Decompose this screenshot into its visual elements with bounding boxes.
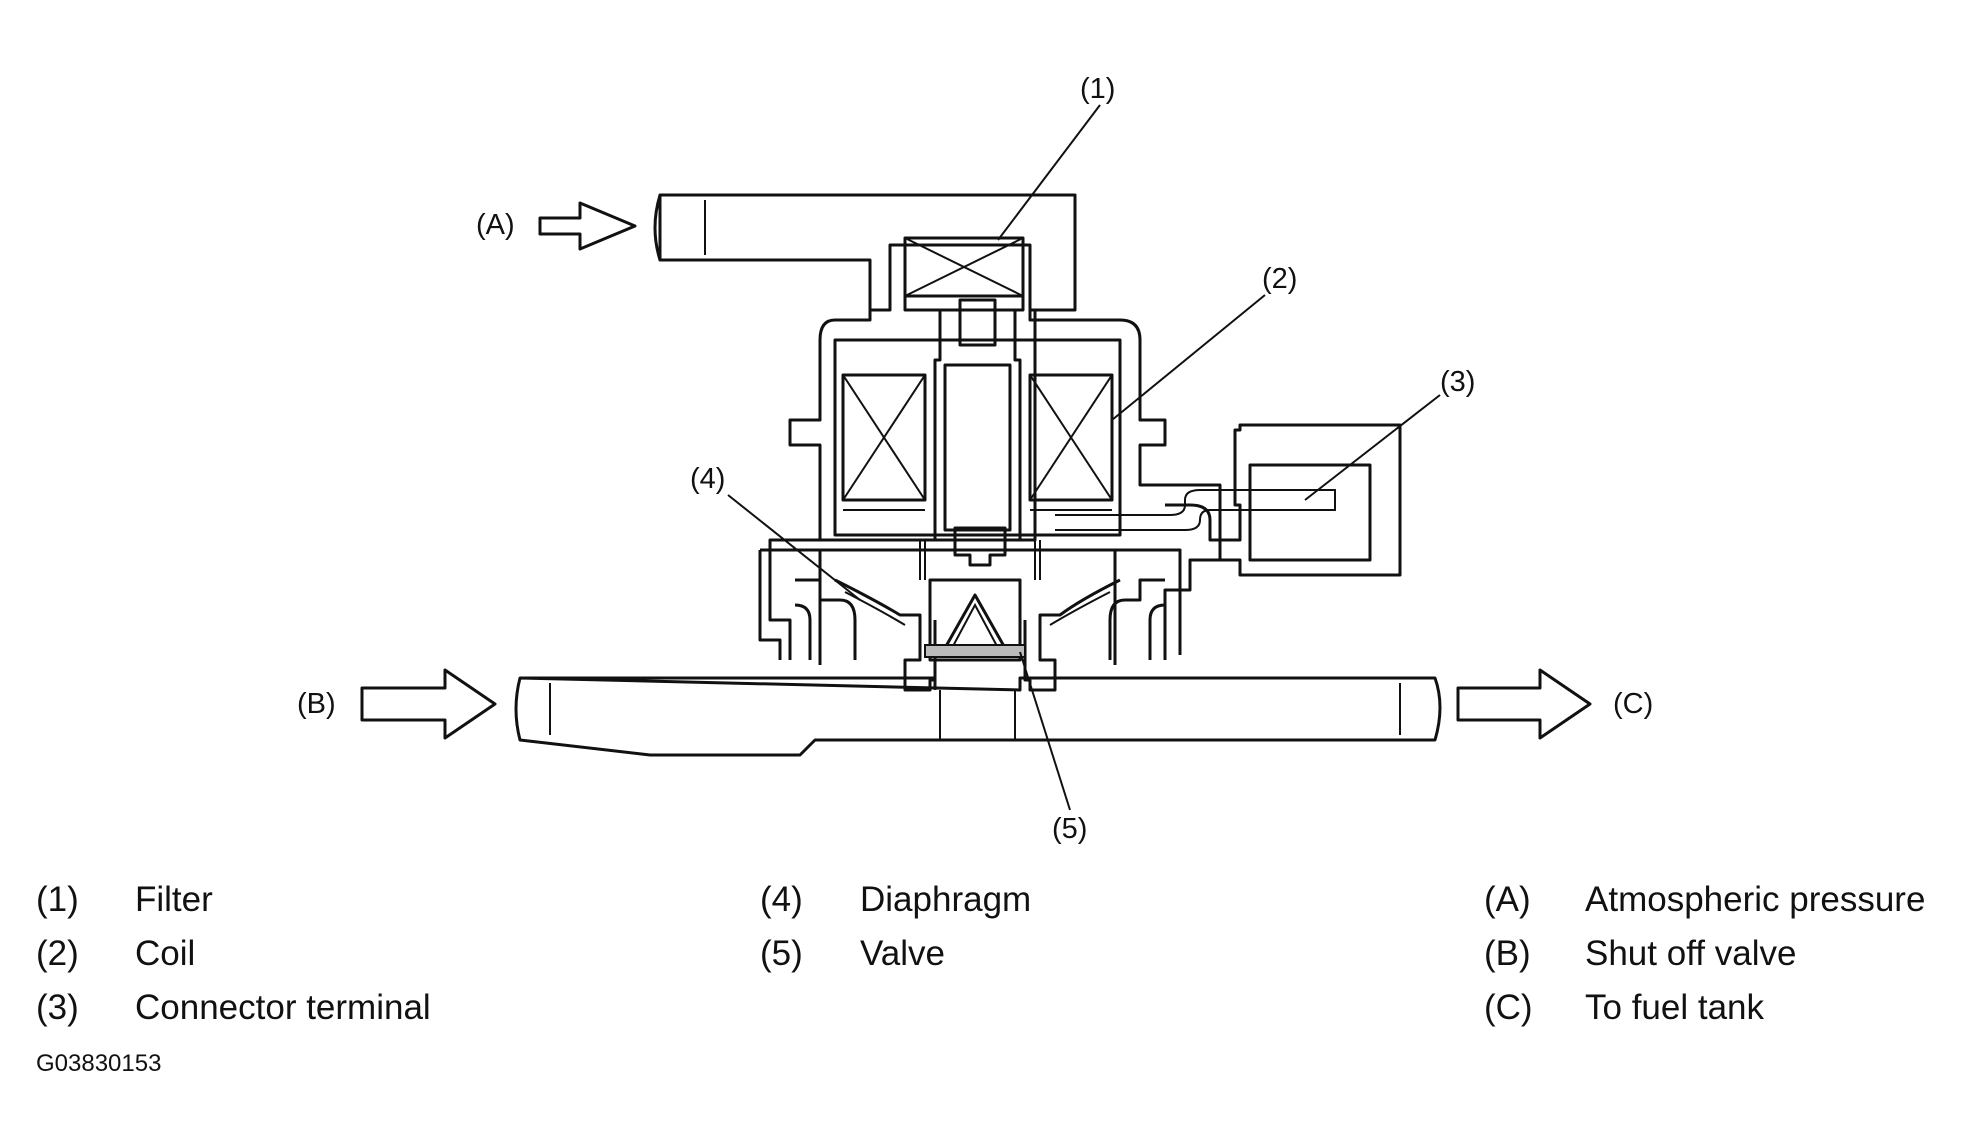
legend-num-3: (3) (36, 988, 79, 1027)
legend-num-b: (B) (1484, 934, 1531, 973)
coil-windings (841, 373, 1114, 511)
diaphragm (834, 540, 1121, 692)
legend-num-5: (5) (760, 934, 803, 973)
valve-poppet (924, 578, 1026, 662)
callout-4: (4) (690, 463, 726, 495)
leader-lines (727, 104, 1441, 811)
legend-text-5: Valve (860, 934, 945, 973)
callout-c: (C) (1613, 688, 1654, 720)
arrow-c (1456, 668, 1592, 740)
callout-a: (A) (476, 209, 515, 241)
legend-text-c: To fuel tank (1585, 988, 1764, 1027)
connector-body (1055, 423, 1402, 577)
legend-text-a: Atmospheric pressure (1585, 880, 1926, 919)
legend-num-4: (4) (760, 880, 803, 919)
legend-text-3: Connector terminal (135, 988, 431, 1027)
upper-inlet-pipe (653, 193, 1077, 312)
solenoid-housing (768, 308, 1222, 660)
filter-element (903, 236, 1025, 312)
legend-text-2: Coil (135, 934, 196, 973)
legend-num-c: (C) (1484, 988, 1533, 1027)
plunger-core (933, 298, 1022, 567)
legend-num-2: (2) (36, 934, 79, 973)
callout-3: (3) (1440, 366, 1476, 398)
legend-text-b: Shut off valve (1585, 934, 1797, 973)
callout-b: (B) (297, 688, 336, 720)
arrow-a (538, 201, 637, 251)
legend-num-a: (A) (1484, 880, 1531, 919)
callout-1: (1) (1080, 73, 1116, 105)
arrow-b (360, 668, 497, 740)
legend-text-4: Diaphragm (860, 880, 1032, 919)
callout-5: (5) (1052, 813, 1088, 845)
figure-code: G03830153 (36, 1050, 162, 1077)
legend-num-1: (1) (36, 880, 79, 919)
lower-through-pipe (514, 676, 1442, 757)
callout-2: (2) (1262, 263, 1298, 295)
legend-text-1: Filter (135, 880, 213, 919)
